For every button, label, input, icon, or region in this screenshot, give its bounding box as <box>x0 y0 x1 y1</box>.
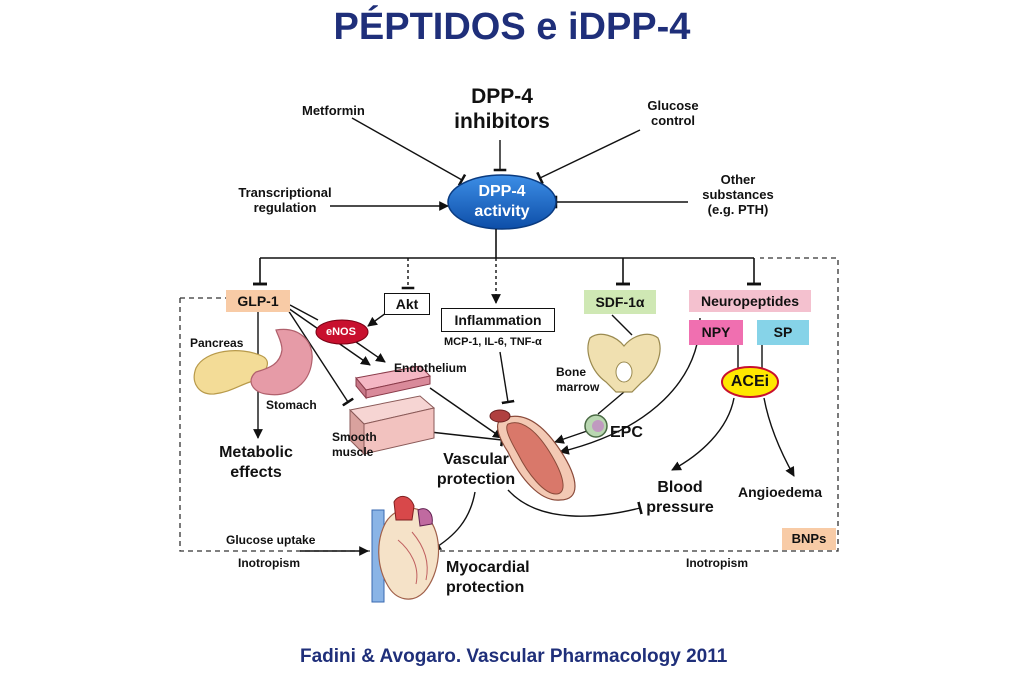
endothelium-illustration <box>355 365 432 400</box>
inotropism-right-label: Inotropism <box>686 556 748 570</box>
blood-pressure-label: Blood pressure <box>646 479 714 516</box>
sdf1-box: SDF-1α <box>584 290 656 314</box>
dpp4-activity-oval <box>447 174 557 230</box>
inotropism-left-label: Inotropism <box>238 556 300 570</box>
page-title: PÉPTIDOS e iDPP-4 <box>333 6 691 48</box>
acei-label: ACEi <box>730 373 770 390</box>
neuropeptides-box: Neuropeptides <box>689 290 811 312</box>
smooth-muscle-illustration <box>348 395 436 456</box>
bone-marrow-label: Bone marrow <box>556 365 600 394</box>
metformin-label: Metformin <box>302 103 365 118</box>
angioedema-label: Angioedema <box>738 484 823 500</box>
vascular-protection-label: Vascular protection <box>436 451 516 488</box>
pancreas-label: Pancreas <box>190 336 244 350</box>
inflammation-sub-label: MCP-1, IL-6, TNF-α <box>444 336 542 348</box>
glucose-uptake-label: Glucose uptake <box>226 533 316 547</box>
dpp4-activity-label: DPP-4 activity <box>474 183 530 220</box>
blood-vessel-illustration <box>489 409 576 501</box>
bone-marrow-illustration <box>587 333 661 393</box>
sp-box: SP <box>757 320 809 345</box>
bnps-box: BNPs <box>782 528 836 550</box>
metabolic-effects-label: Metabolic effects <box>219 444 293 481</box>
transcriptional-regulation-label: Transcriptional regulation <box>238 185 332 215</box>
acei-oval <box>721 366 779 398</box>
dpp4-inhibitors-label: DPP-4 inhibitors <box>454 85 550 133</box>
endothelium-label: Endothelium <box>394 361 467 375</box>
smooth-muscle-label: Smooth muscle <box>332 430 377 459</box>
other-substances-label: Other substances (e.g. PTH) <box>702 172 774 217</box>
myocardial-protection-label: Myocardial protection <box>446 559 530 596</box>
inflammation-box: Inflammation <box>441 308 555 332</box>
heart-illustration <box>371 496 440 603</box>
epc-label: EPC <box>610 424 643 441</box>
enos-oval <box>315 319 369 345</box>
npy-box: NPY <box>689 320 743 345</box>
pancreas-illustration <box>193 350 268 395</box>
akt-box: Akt <box>384 293 430 315</box>
glp1-box: GLP-1 <box>226 290 290 312</box>
glucose-control-label: Glucose control <box>647 98 699 128</box>
stomach-label: Stomach <box>266 398 317 412</box>
stomach-illustration <box>250 328 313 396</box>
enos-label: eNOS <box>326 326 356 338</box>
citation: Fadini & Avogaro. Vascular Pharmacology … <box>300 646 728 667</box>
